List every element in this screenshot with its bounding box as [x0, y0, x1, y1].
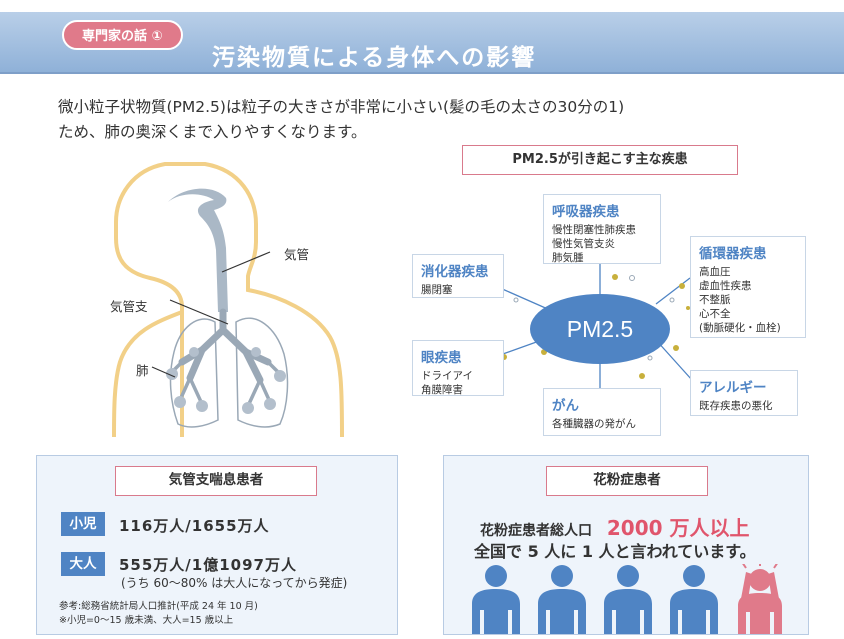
allergy-title: アレルギー: [699, 380, 767, 396]
person-icon: [538, 565, 586, 634]
label-lung: 肺: [136, 363, 149, 378]
body-lung-illustration: [112, 162, 344, 437]
bronchi-tree: [178, 308, 272, 384]
adult-subnote: (うち 60〜80% は大人になってから発症): [121, 576, 348, 590]
right-lung: [235, 317, 289, 428]
person-icon: [604, 565, 652, 634]
pm25-center: PM2.5: [530, 294, 670, 364]
digestive-title: 消化器疾患: [421, 264, 489, 280]
eye-title: 眼疾患: [421, 350, 462, 366]
age-note: ※小児=0〜15 歳未満、大人=15 歳以上: [59, 615, 234, 626]
pollen-ratio-line: 全国で 5 人に 1 人と言われています。: [474, 542, 756, 561]
pollen-total-line: 花粉症患者総人口 2000 万人以上: [480, 512, 750, 541]
people-icons: [472, 564, 782, 634]
asthma-panel: 気管支喘息患者 小児 116万人/1655万人 大人 555万人/1億1097万…: [36, 455, 398, 635]
diseases-title: PM2.5が引き起こす主な疾患: [462, 145, 738, 175]
person-icon: [472, 565, 520, 634]
circulatory-title: 循環器疾患: [699, 246, 767, 262]
section-badge: 専門家の話 ①: [62, 20, 183, 50]
body-outline-left: [112, 310, 183, 437]
disease-digestive: 消化器疾患 腸閉塞: [412, 254, 504, 298]
pollen-title: 花粉症患者: [546, 466, 708, 496]
pollen-total-value: 2000 万人以上: [606, 516, 750, 540]
left-lung: [169, 318, 219, 428]
child-value: 116万人/1655万人: [119, 517, 270, 535]
intro-line-2: ため、肺の奥深くまで入りやすくなります。: [58, 123, 367, 141]
disease-circulatory: 循環器疾患 高血圧 虚血性疾患 不整脈 心不全 (動脈硬化・血栓): [690, 236, 806, 338]
disease-allergy: アレルギー 既存疾患の悪化: [690, 370, 798, 416]
adult-value: 555万人/1億1097万人: [119, 556, 297, 574]
cancer-title: がん: [552, 398, 579, 414]
disease-eye: 眼疾患 ドライアイ 角膜障害: [412, 340, 504, 396]
disease-cancer: がん 各種臓器の発がん: [543, 388, 661, 436]
adult-tag: 大人: [61, 552, 105, 576]
body-outline: [114, 162, 344, 437]
alveoli: [166, 347, 286, 414]
asthma-title: 気管支喘息患者: [115, 466, 317, 496]
label-bronchi: 気管支: [110, 299, 148, 314]
bronchi-branches: [170, 360, 282, 408]
respiratory-title: 呼吸器疾患: [552, 204, 620, 220]
person-icon: [670, 565, 718, 634]
pollen-total-label: 花粉症患者総人口: [480, 523, 592, 539]
intro-text: 微小粒子状物質(PM2.5)は粒子の大きさが非常に小さい(髪の毛の太さの30分の…: [58, 95, 818, 145]
sneezing-person-icon: [738, 564, 782, 634]
intro-line-1: 微小粒子状物質(PM2.5)は粒子の大きさが非常に小さい(髪の毛の太さの30分の…: [58, 98, 625, 116]
pollen-panel: 花粉症患者 花粉症患者総人口 2000 万人以上 全国で 5 人に 1 人と言わ…: [443, 455, 809, 635]
airway-icon: [168, 188, 228, 312]
page-title: 汚染物質による身体への影響: [212, 45, 537, 71]
child-tag: 小児: [61, 512, 105, 536]
label-trachea: 気管: [284, 247, 310, 262]
page-header: 専門家の話 ① 汚染物質による身体への影響: [0, 12, 844, 74]
source-note: 参考:総務省統計局人口推計(平成 24 年 10 月): [59, 601, 258, 612]
disease-respiratory: 呼吸器疾患 慢性閉塞性肺疾患 慢性気管支炎 肺気腫: [543, 194, 661, 264]
